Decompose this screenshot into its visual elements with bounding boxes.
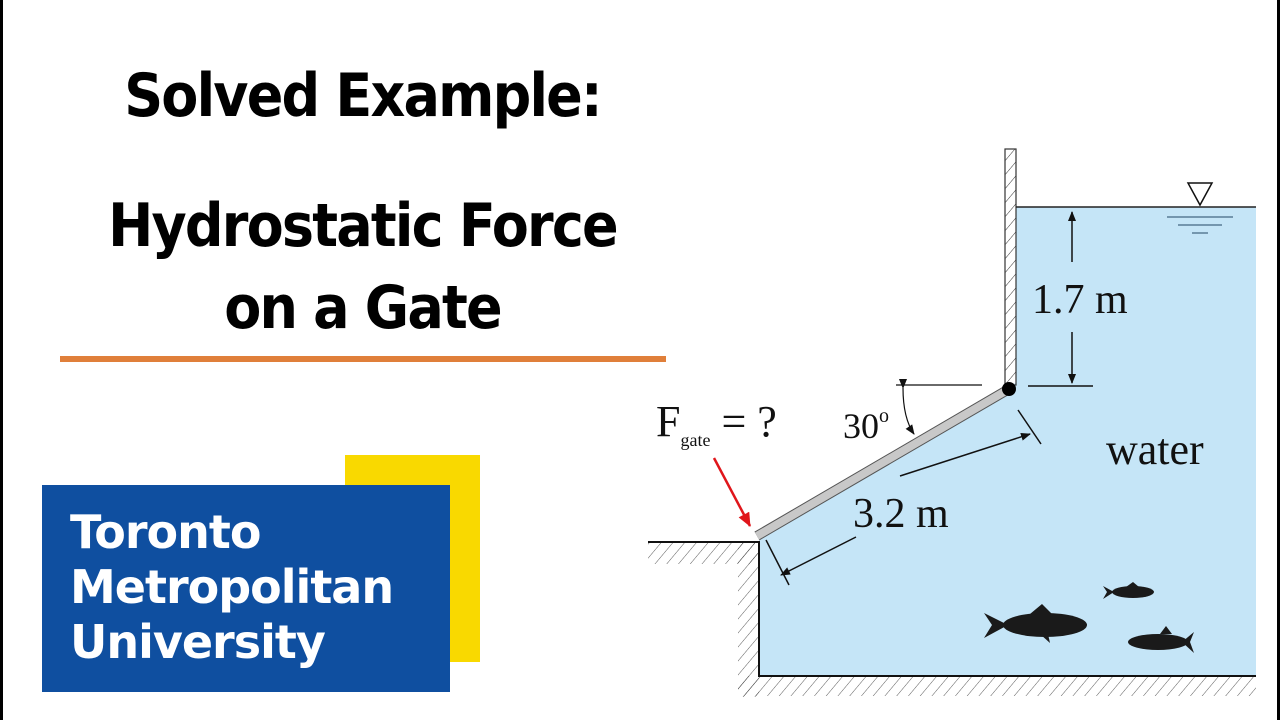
force-subscript: gate	[680, 430, 710, 450]
force-unknown: = ?	[710, 397, 776, 446]
title-line-1: Solved Example:	[124, 61, 602, 131]
logo-text: Toronto Metropolitan University	[70, 505, 394, 670]
ground-step	[648, 541, 1256, 697]
water-label: water	[1106, 425, 1204, 474]
right-border	[1277, 0, 1280, 720]
left-border	[0, 0, 3, 720]
title-divider	[60, 356, 666, 362]
angle-arc	[898, 378, 915, 435]
length-arrow-down	[780, 536, 857, 576]
logo-line-1: Toronto	[70, 505, 262, 559]
force-label: Fgate = ?	[656, 397, 777, 450]
title-line-2: Hydrostatic Force	[108, 191, 619, 261]
length-arrow-up	[899, 432, 1031, 477]
fish-icon	[984, 604, 1087, 643]
force-symbol: F	[656, 397, 680, 446]
title-line-3: on a Gate	[224, 273, 502, 343]
university-logo	[42, 485, 450, 692]
fish-icon	[1103, 582, 1154, 599]
logo-line-2: Metropolitan	[70, 560, 394, 614]
gate-length-label: 3.2 m	[853, 491, 949, 537]
vertical-wall	[1004, 148, 1017, 386]
logo-line-3: University	[70, 615, 326, 669]
angle-label: 30o	[843, 405, 889, 446]
free-surface-icon	[1167, 182, 1233, 234]
force-arrow	[712, 457, 752, 527]
depth-label: 1.7 m	[1032, 277, 1128, 323]
angle-value: 30	[843, 406, 879, 446]
hinge	[1002, 382, 1016, 396]
angle-degree: o	[879, 405, 889, 427]
fish-icon	[1128, 626, 1194, 653]
